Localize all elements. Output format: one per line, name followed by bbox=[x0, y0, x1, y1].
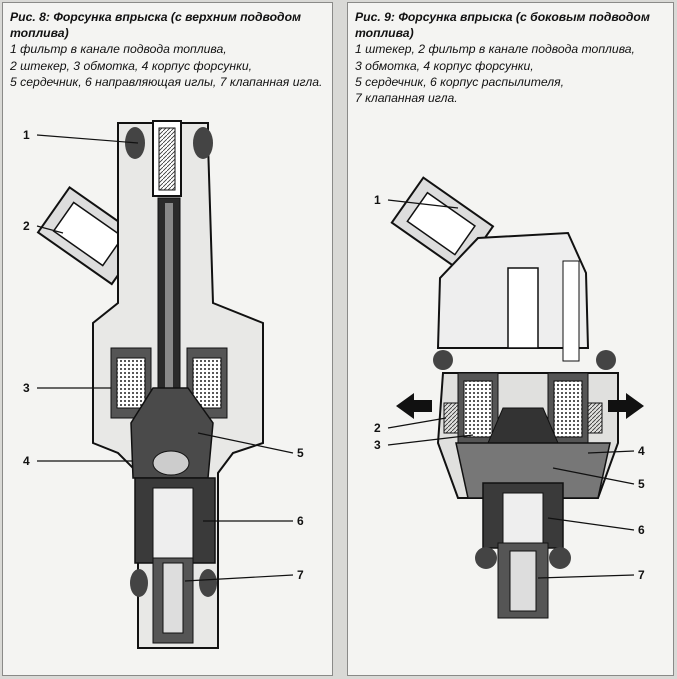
figure-9-caption: Рис. 9: Форсунка впрыска (с боковым подв… bbox=[355, 9, 667, 106]
callout-5: 5 bbox=[297, 446, 304, 460]
callout-1: 1 bbox=[374, 193, 381, 207]
callout-4: 4 bbox=[638, 444, 645, 458]
figure-8-panel: Рис. 8: Форсунка впрыска (с верхним подв… bbox=[2, 2, 333, 676]
callout-2: 2 bbox=[23, 219, 30, 233]
callout-6: 6 bbox=[638, 523, 645, 537]
figure-8-title: Рис. 8: Форсунка впрыска (с верхним подв… bbox=[10, 10, 302, 41]
figure-8-caption: Рис. 8: Форсунка впрыска (с верхним подв… bbox=[10, 9, 326, 90]
figure-9-injector-drawing bbox=[387, 176, 644, 619]
figure-9-legend: 1 штекер, 2 фильтр в канале подвода топл… bbox=[355, 42, 635, 106]
callout-5: 5 bbox=[638, 477, 645, 491]
callout-3: 3 bbox=[374, 438, 381, 452]
callout-7: 7 bbox=[638, 568, 645, 582]
callout-1: 1 bbox=[23, 128, 30, 142]
figure-9-title: Рис. 9: Форсунка впрыска (с боковым подв… bbox=[355, 10, 650, 41]
callout-3: 3 bbox=[23, 381, 30, 395]
callout-2: 2 bbox=[374, 421, 381, 435]
callout-7: 7 bbox=[297, 568, 304, 582]
figure-8-legend: 1 фильтр в канале подвода топлива, 2 ште… bbox=[10, 42, 323, 89]
figure-9-panel: Рис. 9: Форсунка впрыска (с боковым подв… bbox=[347, 2, 674, 676]
callout-4: 4 bbox=[23, 454, 30, 468]
callout-6: 6 bbox=[297, 514, 304, 528]
figure-8-injector-drawing bbox=[36, 120, 294, 649]
